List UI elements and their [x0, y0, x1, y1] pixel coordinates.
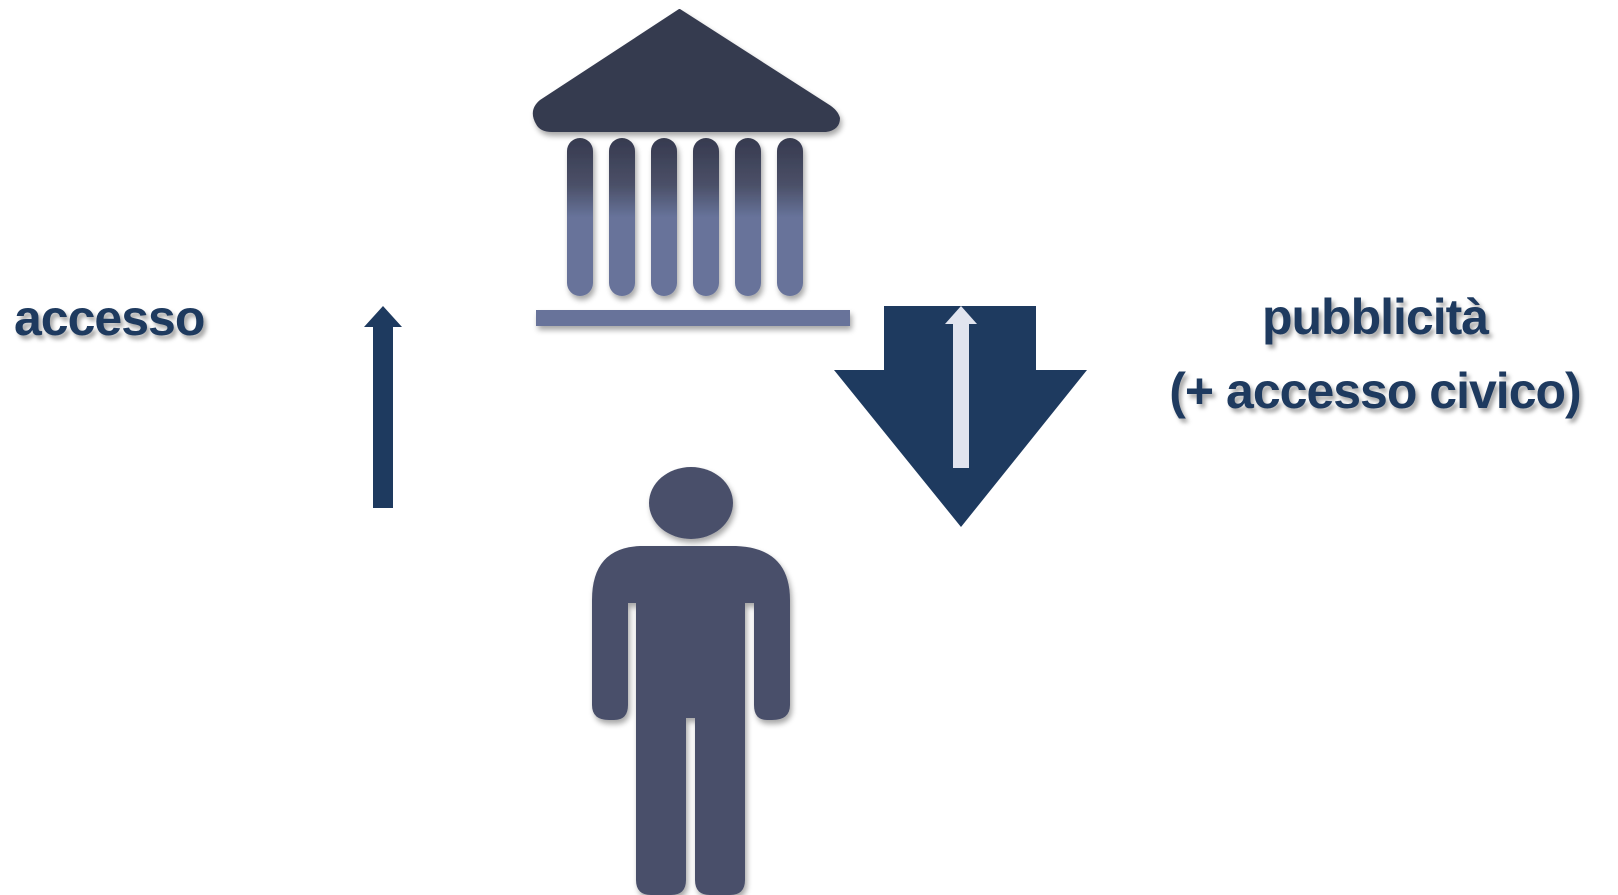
building-base	[536, 310, 850, 326]
building-column	[609, 138, 635, 296]
access-label: accesso	[14, 290, 205, 346]
building-roof	[532, 9, 840, 132]
person-head	[649, 467, 733, 539]
publicity-label-line1: pubblicità	[1261, 289, 1489, 345]
down-arrow-icon	[834, 306, 1087, 527]
building-column	[651, 138, 677, 296]
building-column	[567, 138, 593, 296]
bank-building-icon	[532, 9, 850, 326]
person-icon	[592, 467, 790, 895]
building-column	[735, 138, 761, 296]
building-column	[777, 138, 803, 296]
inner-up-arrow-icon	[945, 306, 977, 468]
up-arrow-icon	[364, 306, 402, 508]
building-column	[693, 138, 719, 296]
publicity-label: pubblicità (+ accesso civico)	[1145, 280, 1605, 428]
person-body	[592, 546, 790, 895]
publicity-label-line2: (+ accesso civico)	[1169, 363, 1581, 419]
